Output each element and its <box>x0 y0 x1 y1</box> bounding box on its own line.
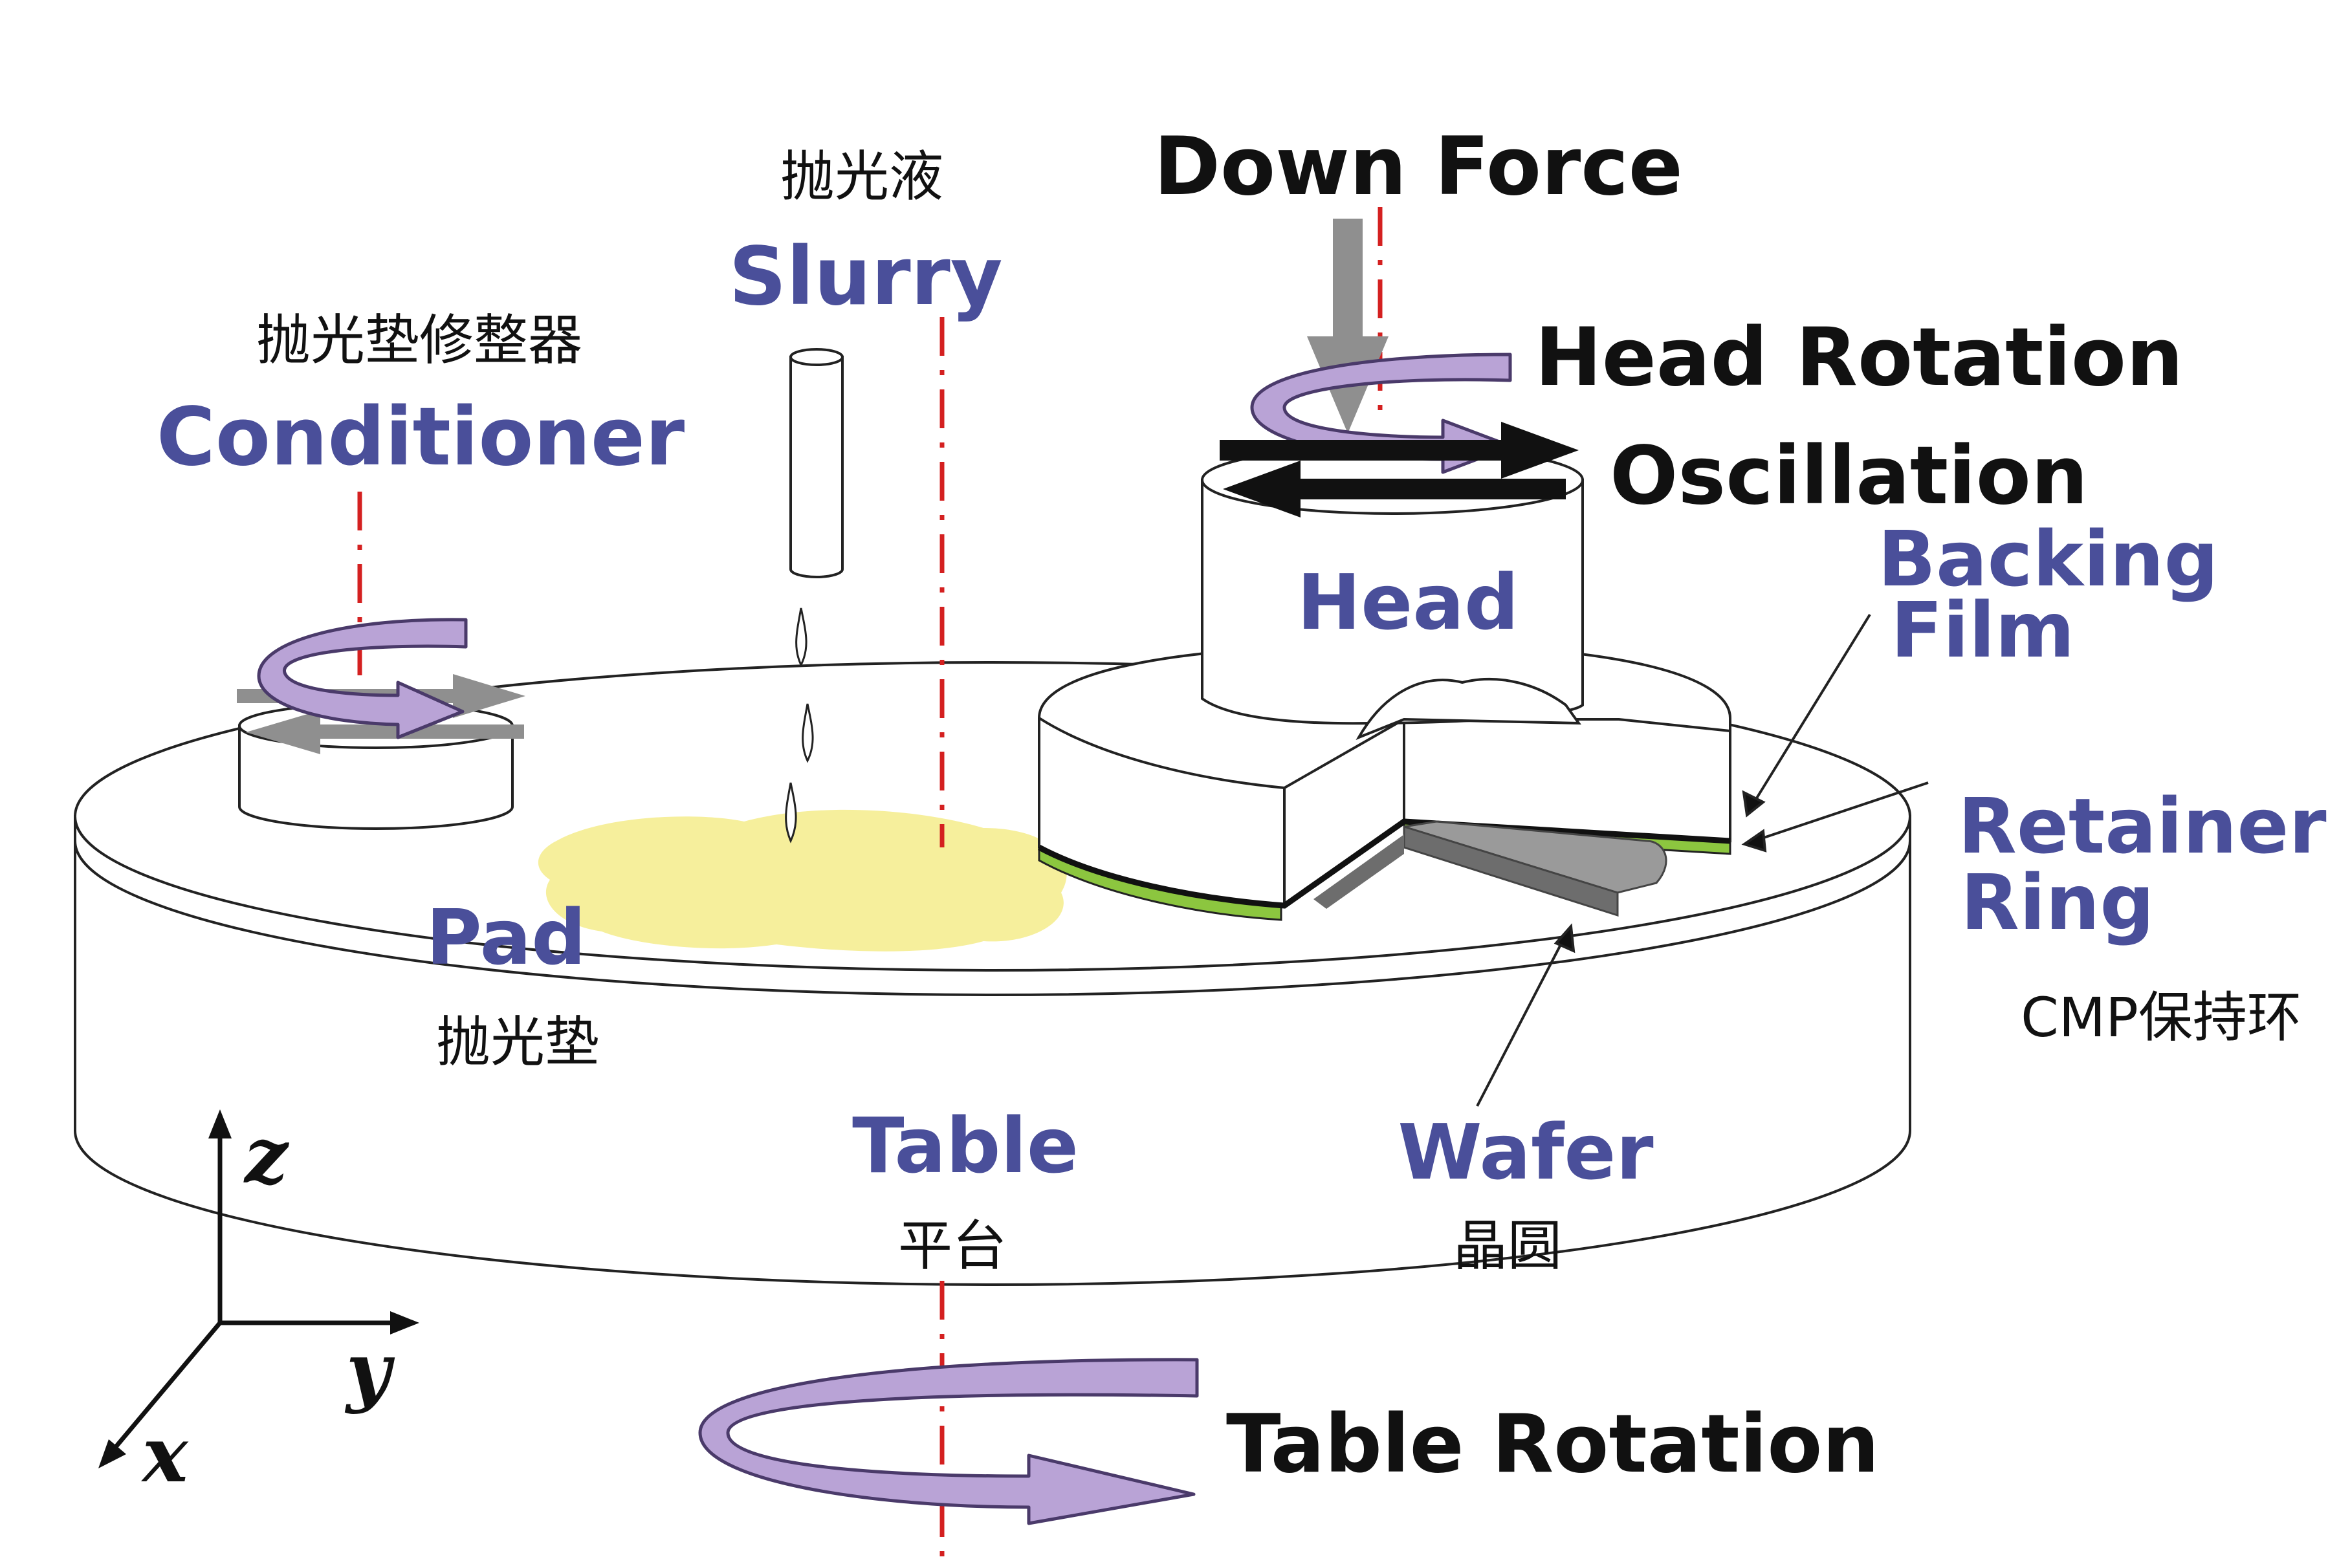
down-force-label: Down Force <box>1154 120 1683 213</box>
wafer-cn-label: 晶圆 <box>1453 1214 1562 1278</box>
slurry-drop-3 <box>785 782 797 844</box>
head-rotation-label: Head Rotation <box>1535 311 2183 404</box>
table-rotation-arrow <box>698 1358 1199 1525</box>
backing-film-label-2: Film <box>1891 585 2074 675</box>
retainer-ring-label-1: Retainer <box>1958 781 2327 871</box>
retainer-ring-cn-label: CMP保持环 <box>2021 986 2301 1049</box>
coordinate-axes <box>98 1109 419 1468</box>
axis-y-label: y <box>344 1325 395 1415</box>
pad-cn-label: 抛光垫 <box>436 1010 599 1074</box>
head-label: Head <box>1297 558 1519 647</box>
oscillation-label: Oscillation <box>1610 430 2088 523</box>
slurry-puddle <box>538 809 1067 952</box>
slurry-drop-1 <box>795 607 807 668</box>
slurry-en-label: Slurry <box>729 230 1002 323</box>
oscillation-arrows <box>1220 422 1579 517</box>
table-en-label: Table <box>852 1101 1079 1190</box>
table-rotation-label: Table Rotation <box>1226 1398 1880 1491</box>
down-force-arrow <box>1307 219 1389 433</box>
axis-x-label: x <box>140 1410 189 1499</box>
conditioner-cn-label: 抛光垫修整器 <box>256 309 582 372</box>
conditioner-rotation-arrow <box>257 618 468 739</box>
slurry-cn-label: 抛光液 <box>780 145 943 208</box>
wafer-en-label: Wafer <box>1398 1107 1653 1197</box>
slurry-tube <box>789 348 844 578</box>
pad-en-label: Pad <box>426 893 586 982</box>
wafer <box>1313 820 1667 917</box>
backing-film-label-1: Backing <box>1878 514 2219 604</box>
table-cn-label: 平台 <box>898 1214 1007 1278</box>
axis-z-label: z <box>243 1111 290 1201</box>
slurry-drop-2 <box>802 703 814 763</box>
conditioner-en-label: Conditioner <box>157 391 685 484</box>
leader-lines <box>1476 613 1929 1107</box>
retainer-ring-label-2: Ring <box>1960 858 2155 947</box>
